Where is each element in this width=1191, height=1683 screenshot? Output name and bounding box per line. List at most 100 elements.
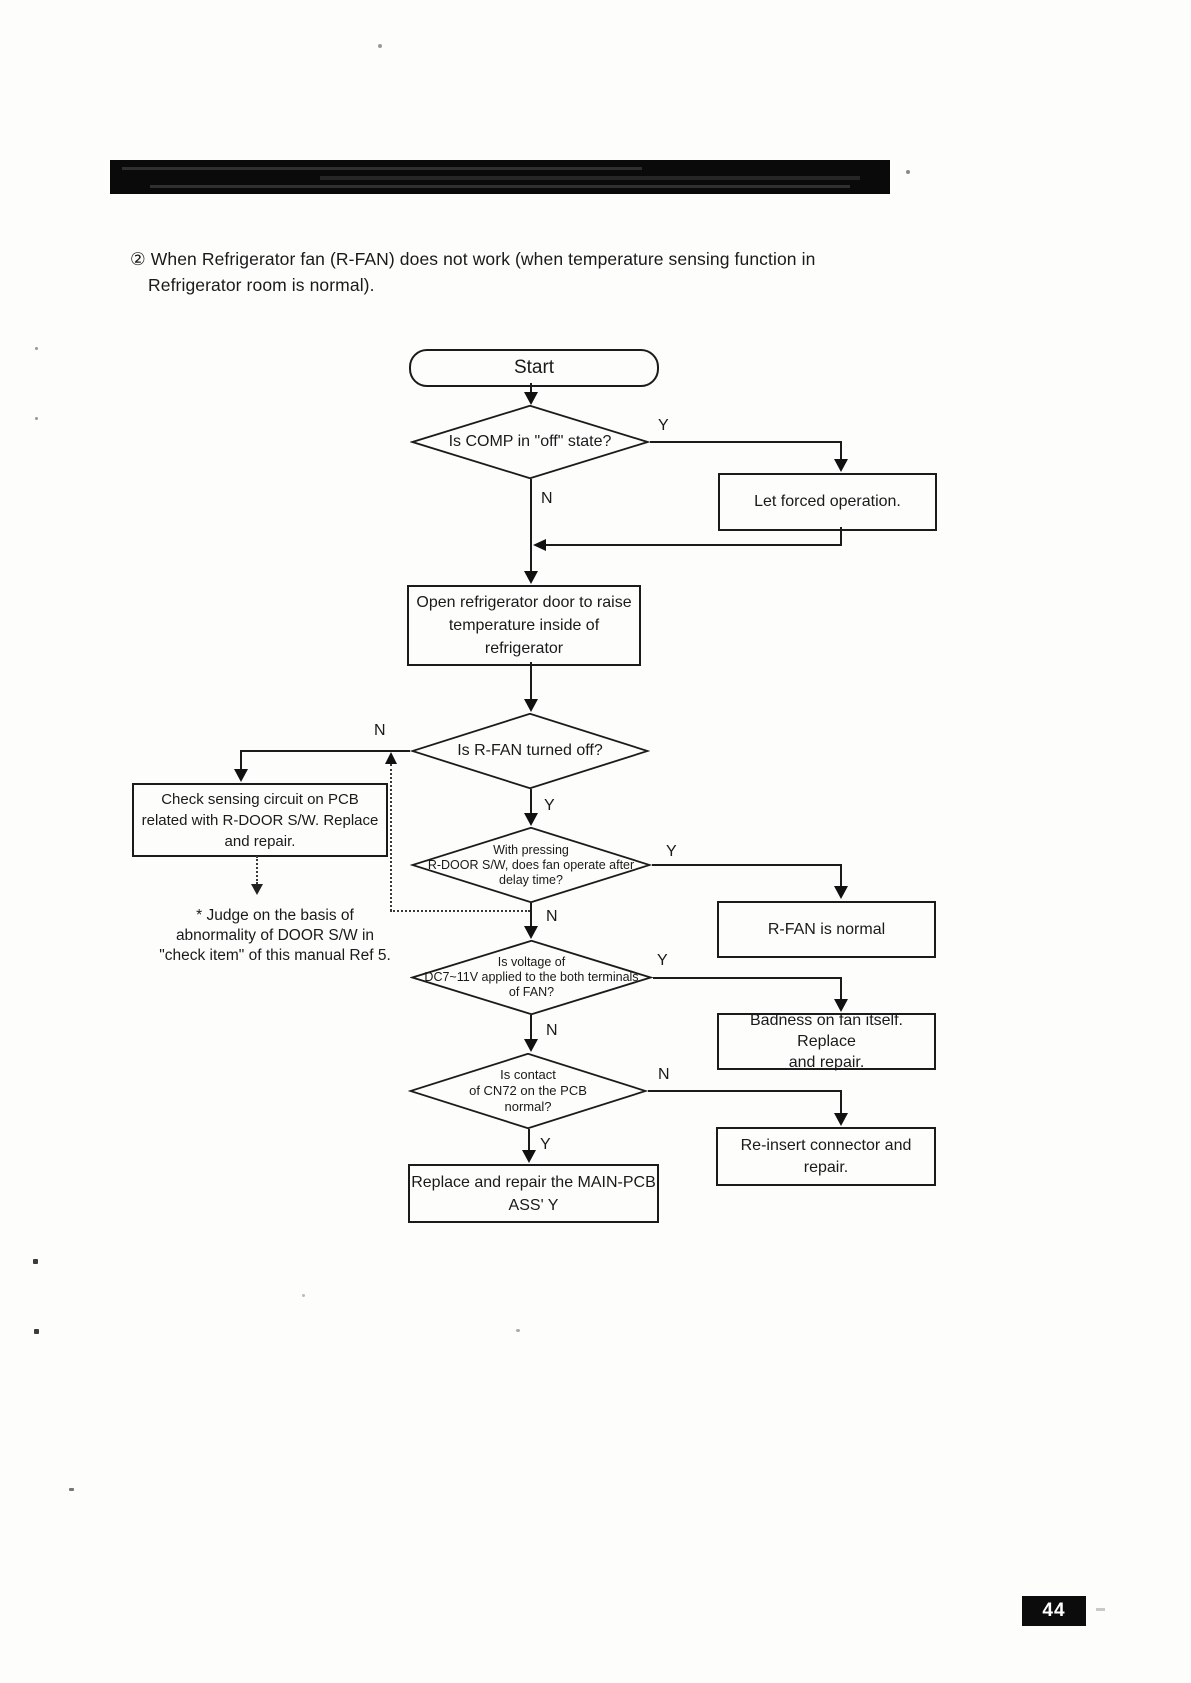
branch-label-no: N (658, 1066, 670, 1083)
scan-speck (33, 1259, 38, 1264)
branch-label-yes: Y (658, 417, 669, 434)
intro-line-2: Refrigerator room is normal). (148, 275, 375, 295)
arrowhead-down (524, 699, 538, 712)
connector-line (530, 479, 532, 572)
process-check-sensing: Check sensing circuit on PCB related wit… (132, 783, 388, 857)
process-check-sensing-line1: Check sensing circuit on PCB (161, 790, 359, 808)
scan-speck (1096, 1608, 1105, 1611)
result-rfan-normal: R-FAN is normal (717, 901, 936, 958)
result-replace-main-pcb-line2: ASS' Y (508, 1196, 559, 1214)
branch-label-yes: Y (657, 952, 668, 969)
flow-start-terminal: Start (409, 349, 659, 387)
branch-label-yes: Y (544, 797, 555, 814)
connector-line (530, 1015, 532, 1040)
decision-fan-voltage: Is voltage of DC7~11V applied to the bot… (410, 940, 653, 1015)
decision-line: Is contact (500, 1067, 556, 1082)
scan-speck (906, 170, 910, 174)
section-title-bar (110, 160, 890, 194)
judge-note: * Judge on the basis of abnormality of D… (135, 906, 415, 966)
intro-text: ② When Refrigerator fan (R-FAN) does not… (130, 246, 815, 298)
diamond-shape (410, 827, 652, 903)
arrowhead-down (524, 926, 538, 939)
arrowhead-down (524, 1039, 538, 1052)
decision-line: R-DOOR S/W, does fan operate after (427, 857, 635, 872)
scan-speck (35, 417, 38, 420)
connector-line (648, 1090, 841, 1092)
decision-line: of CN72 on the PCB (469, 1083, 587, 1098)
arrowhead-down (834, 459, 848, 472)
decision-door-switch-fan-label: With pressing R-DOOR S/W, does fan opera… (428, 843, 634, 888)
connector-line (840, 1090, 842, 1115)
decision-fan-voltage-label: Is voltage of DC7~11V applied to the bot… (424, 955, 638, 1000)
arrowhead-down (524, 813, 538, 826)
judge-note-line3: "check item" of this manual Ref 5. (159, 947, 391, 964)
connector-line (530, 383, 532, 393)
connector-line (530, 789, 532, 815)
scan-streak (320, 176, 860, 180)
dotted-connector (256, 856, 258, 884)
branch-label-yes: Y (540, 1136, 551, 1153)
connector-line (240, 750, 410, 752)
flow-start-label: Start (513, 357, 555, 378)
branch-label-yes: Y (666, 843, 677, 860)
scan-speck (516, 1329, 520, 1332)
decision-line: DC7~11V applied to the both terminals (424, 970, 639, 984)
result-replace-main-pcb: Replace and repair the MAIN-PCB ASS' Y (408, 1164, 659, 1223)
decision-line: of FAN? (508, 985, 555, 999)
page-number-badge: 44 (1022, 1596, 1086, 1626)
arrowhead-up (385, 752, 397, 764)
scan-streak (122, 167, 642, 170)
arrowhead-left (533, 539, 546, 551)
decision-line: normal? (504, 1099, 552, 1114)
dotted-connector (390, 910, 530, 912)
result-rfan-normal-label: R-FAN is normal (767, 920, 886, 938)
dotted-connector (390, 764, 392, 911)
decision-line: delay time? (499, 872, 563, 887)
connector-line (840, 977, 842, 1000)
arrowhead-down (524, 392, 538, 405)
process-forced-operation-label: Let forced operation. (754, 493, 901, 510)
decision-cn72-contact: Is contact of CN72 on the PCB normal? (408, 1053, 648, 1129)
connector-line (653, 977, 841, 979)
result-reinsert-connector-label: Re-insert connector and repair. (740, 1136, 912, 1176)
decision-cn72-contact-label: Is contact of CN72 on the PCB normal? (469, 1067, 587, 1115)
page-number: 44 (1042, 1600, 1066, 1621)
judge-note-line1: * Judge on the basis of (196, 907, 354, 924)
connector-line (240, 750, 242, 770)
scan-streak (150, 185, 850, 188)
diamond-shape (410, 940, 653, 1015)
connector-line (840, 527, 842, 546)
result-fan-badness-line1: Badness on fan itself. Replace (750, 1012, 903, 1050)
result-fan-badness: Badness on fan itself. Replace and repai… (717, 1012, 936, 1071)
connector-line (545, 544, 842, 546)
result-reinsert-connector: Re-insert connector and repair. (716, 1127, 936, 1186)
branch-label-no: N (546, 1022, 558, 1039)
connector-line (530, 903, 532, 927)
connector-line (530, 662, 532, 700)
decision-rfan-off-label: Is R-FAN turned off? (457, 742, 603, 759)
branch-label-no: N (541, 490, 553, 507)
arrowhead-down (834, 886, 848, 899)
branch-label-no: N (546, 908, 558, 925)
process-check-sensing-line3: and repair. (224, 832, 296, 850)
branch-label-no: N (374, 722, 386, 739)
connector-line (650, 441, 842, 443)
scan-speck (378, 44, 382, 48)
connector-line (840, 441, 842, 461)
decision-line: Is voltage of (497, 955, 566, 969)
connector-line (652, 864, 841, 866)
arrowhead-down (524, 571, 538, 584)
scan-speck (34, 1329, 39, 1334)
scan-speck (69, 1488, 74, 1491)
process-open-door-line2: temperature inside of refrigerator (448, 617, 600, 657)
connector-line (840, 864, 842, 887)
result-replace-main-pcb-line1: Replace and repair the MAIN-PCB (411, 1173, 656, 1191)
arrowhead-down (522, 1150, 536, 1163)
arrowhead-down (834, 1113, 848, 1126)
decision-rfan-off: Is R-FAN turned off? (410, 713, 650, 789)
arrowhead-down (234, 769, 248, 782)
diamond-shape (410, 405, 650, 479)
arrowhead-down (251, 884, 263, 895)
decision-comp-off-label: Is COMP in "off" state? (448, 433, 612, 450)
